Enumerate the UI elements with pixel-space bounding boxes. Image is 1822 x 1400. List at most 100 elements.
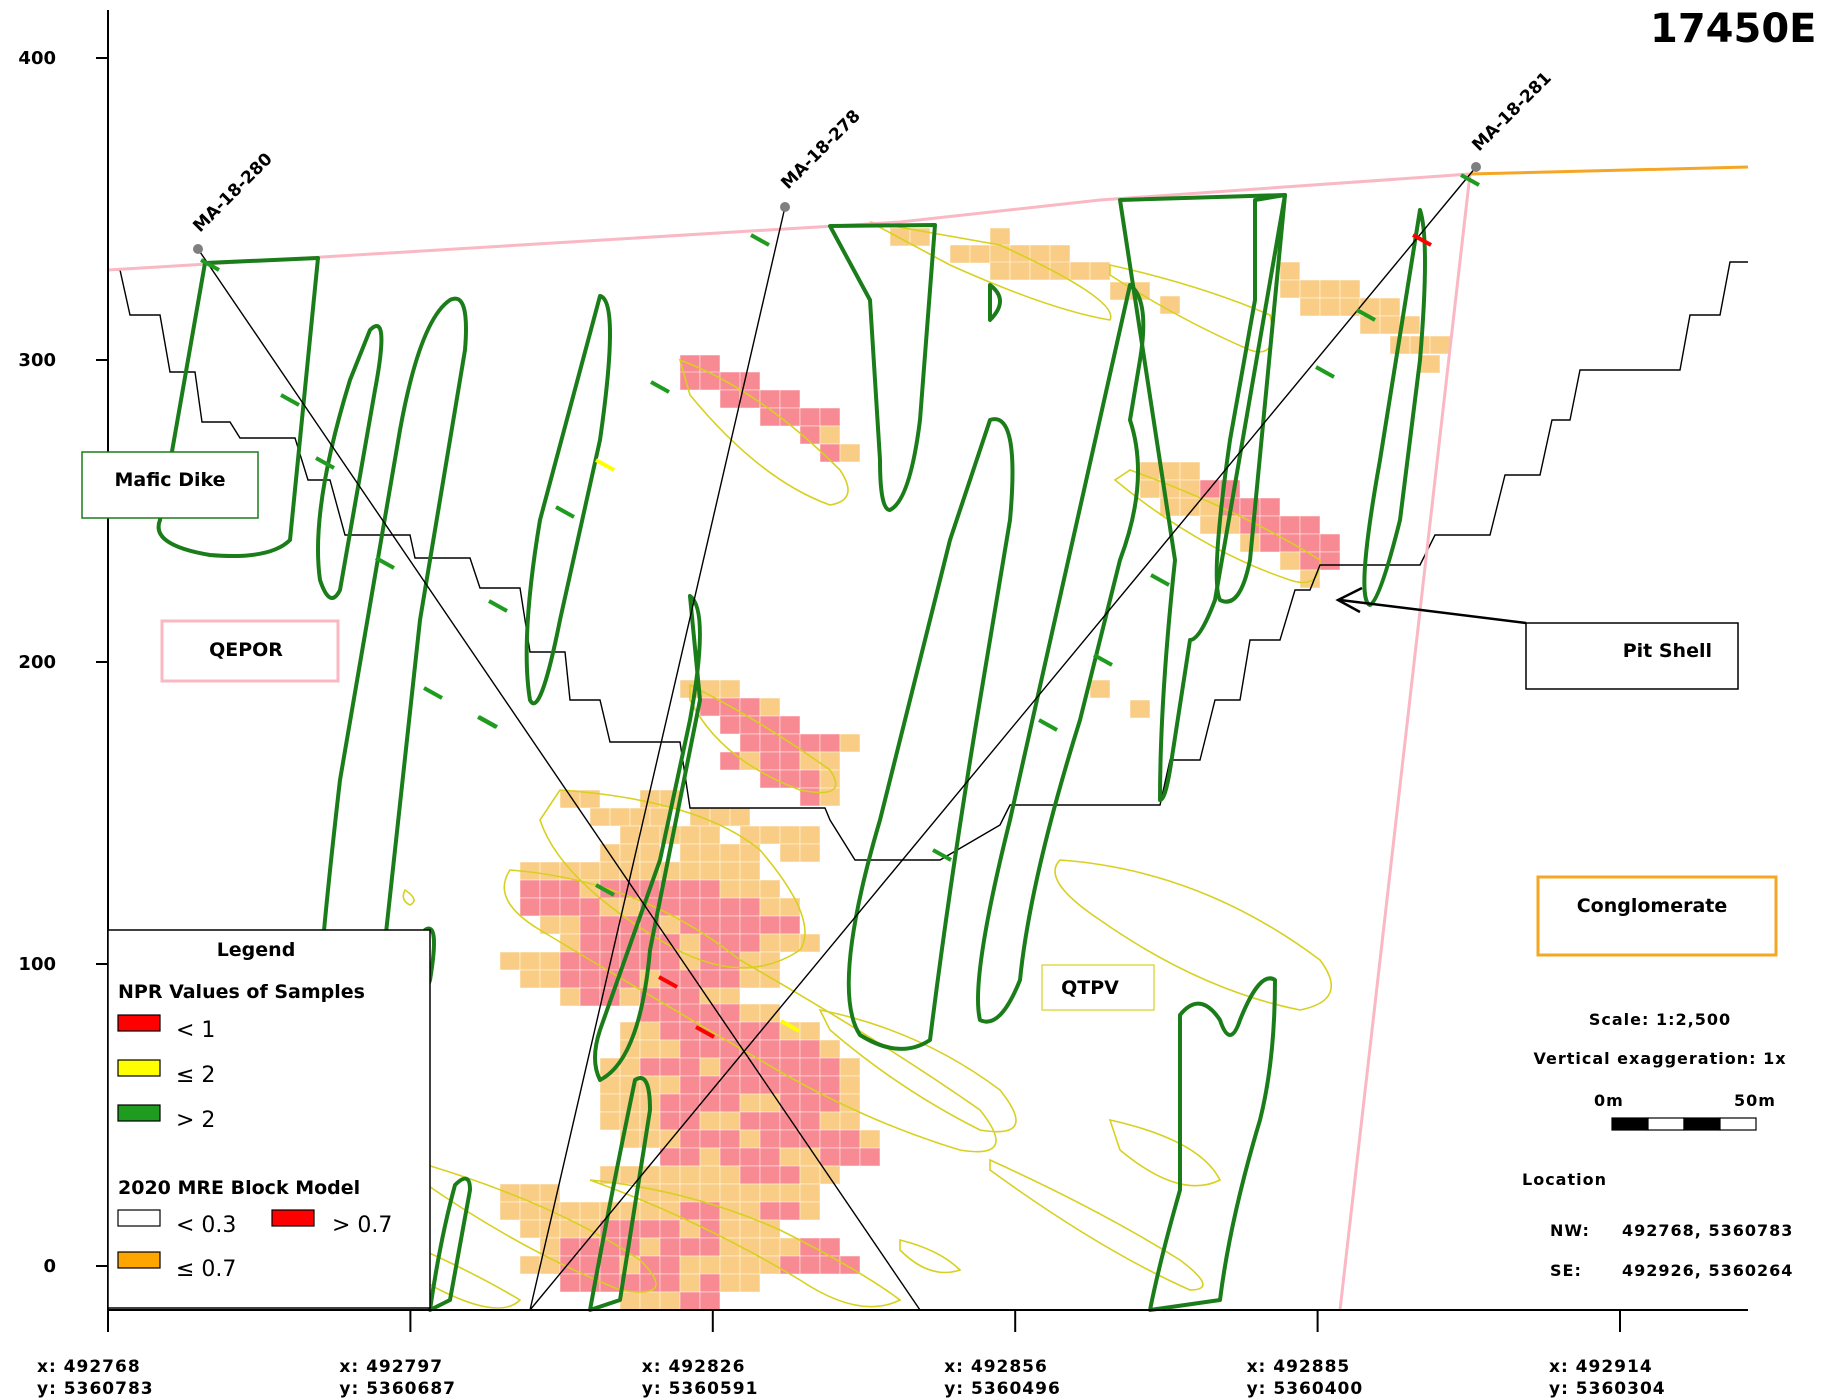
block-cell [679,1075,701,1095]
block-cell [779,1075,801,1095]
legend-block-swatch-orange [117,1251,161,1269]
block-cell [739,1093,761,1113]
block-cell [1069,261,1091,281]
block-cell [579,987,601,1007]
block-cell [799,1165,821,1185]
block-cell [679,843,701,863]
qepor-fault-line [1338,173,1472,1311]
block-cell [739,915,761,935]
block-cell [659,951,681,971]
y-tick-label: 0 [43,1256,56,1277]
block-cell [639,1237,661,1257]
block-cell [759,897,781,917]
legend-block-label-3: ≤ 0.7 [176,1257,236,1282]
collar-ma-18-278[interactable] [780,202,790,212]
block-cell [1299,279,1321,299]
block-cell [719,861,741,881]
block-cell [579,1201,601,1221]
legend-npr-title: NPR Values of Samples [118,981,365,1003]
npr-sample-tick [595,458,615,472]
block-cell [839,1093,861,1113]
block-cell [989,261,1011,281]
legend-npr-items: < 1 ≤ 2 > 2 [117,1014,215,1133]
block-cell [819,1237,841,1257]
npr-sample-tick [1038,718,1058,732]
block-cell [759,1129,781,1149]
block-cell [1139,479,1161,499]
legend-block-label-2: > 0.7 [332,1213,392,1238]
block-cell [1089,679,1111,699]
block-cell [1129,699,1151,719]
block-cell [759,1165,781,1185]
block-cell [1279,551,1301,571]
qtpv-label: QTPV [1061,977,1119,999]
block-cell [819,1147,841,1167]
section-title: 17450E [1650,6,1816,52]
legend-npr-swatch-red [117,1014,161,1032]
drillhole-label-ma-18-278: MA-18-278 [777,106,864,193]
block-cell [719,1183,741,1203]
block-cell [579,933,601,953]
block-cell [739,825,761,845]
npr-sample-tick [1356,308,1376,322]
block-cell [719,843,741,863]
scale-text: Scale: 1:2,500 [1589,1010,1731,1029]
block-cell [739,969,761,989]
block-cell [679,861,701,881]
block-cell [599,1111,621,1131]
block-cell [839,1111,861,1131]
npr-sample-tick [375,556,395,570]
block-cell [819,1129,841,1149]
block-cell [739,897,761,917]
collar-ma-18-281[interactable] [1471,162,1481,172]
block-cell [629,807,651,827]
block-cell [1259,497,1281,517]
block-cell [779,933,801,953]
block-cell [739,1255,761,1275]
block-cell [639,825,661,845]
block-cell [799,733,821,753]
block-cell [779,825,801,845]
block-cell [659,1291,681,1311]
block-cell [759,1183,781,1203]
block-cell [659,1255,681,1275]
block-cell [679,933,701,953]
block-cell [579,951,601,971]
collar-ma-18-280[interactable] [193,244,203,254]
x-tick-label-easting: x: 492768 [37,1357,141,1377]
block-cell [639,843,661,863]
block-cell [719,1273,741,1293]
block-cell [1319,297,1341,317]
vertical-exaggeration-text: Vertical exaggeration: 1x [1533,1049,1786,1068]
block-cell [719,969,741,989]
block-cell [799,1201,821,1221]
block-cell [719,1075,741,1095]
drillhole-trace-ma-18-278 [529,206,786,1311]
block-cell [699,861,721,881]
legend-npr-swatch-yellow [117,1059,161,1077]
block-cell [799,1111,821,1131]
conglomerate-contact-line [1469,165,1749,176]
block-cell [799,1237,821,1257]
legend-title: Legend [217,939,296,961]
block-cell [539,897,561,917]
block-cell [639,1291,661,1311]
npr-sample-tick [1315,365,1335,379]
block-cell [859,1129,881,1149]
block-cell [679,897,701,917]
block-cell [699,1273,721,1293]
block-cell [699,1111,721,1131]
block-cell [819,1255,841,1275]
block-cell [739,1129,761,1149]
x-tick-label-northing: y: 5360687 [339,1379,456,1399]
block-cell [799,843,821,863]
block-cell [779,1165,801,1185]
x-tick-label-easting: x: 492797 [339,1357,443,1377]
block-cell [839,1255,861,1275]
location-se-value: 492926, 5360264 [1622,1261,1793,1280]
block-cell [819,1039,841,1059]
block-cell [579,861,601,881]
block-cell [699,697,721,717]
block-cell [539,969,561,989]
x-tick-label-northing: y: 5360304 [1549,1379,1666,1399]
